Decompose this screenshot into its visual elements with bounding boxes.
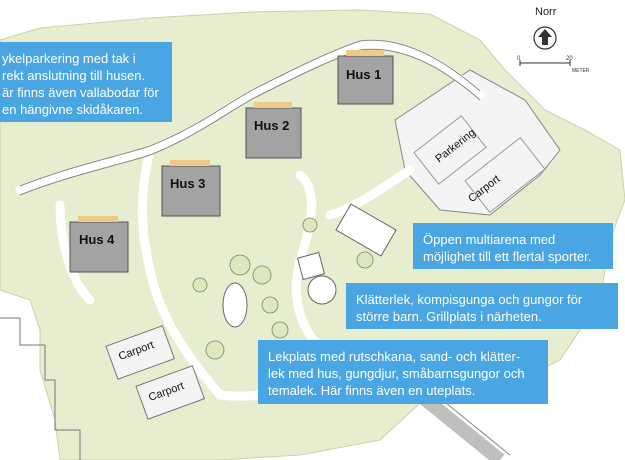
scale-end: 20 [566,56,573,62]
house-label-2: Hus 2 [254,118,290,133]
callout-line: är finns även vallabodar för [2,85,159,100]
callout-line: Lekplats med rutschkana, sand- och klätt… [268,349,521,364]
compass-scale: Norr 0 20 METER [512,6,592,76]
play-oval [222,282,248,328]
callout-line: rekt anslutning till husen. [2,68,146,83]
callout-line: en hängivne skidåkaren. [2,102,143,117]
road [415,389,505,460]
path-network [15,39,485,401]
building-hus2 [245,102,302,159]
callout-bike-parking: ykelparkering med tak i rekt anslutning … [0,42,172,122]
callout-playground: Lekplats med rutschkana, sand- och klätt… [258,340,548,404]
building-hus3 [161,160,221,217]
building-hus1 [337,50,394,105]
house-label-4: Hus 4 [79,232,115,247]
callout-line: temalek. Här finns även en uteplats. [268,383,476,398]
neighbour-outline [0,317,81,460]
multiarena [335,203,397,257]
callout-line: möjlighet till ett flertal sporter. [423,249,592,264]
parking-lot [394,69,561,216]
scale-unit: METER [572,68,590,74]
callout-line: Klätterlek, kompisgunga och gungor för [356,292,583,307]
carport-left-lower [135,365,205,420]
callout-line: större barn. Grillplats i närheten. [356,309,542,324]
callout-line: ykelparkering med tak i [2,51,136,66]
scale-start: 0 [517,56,521,62]
play-house [296,251,326,281]
trees [192,217,374,360]
building-hus4 [69,216,129,273]
callout-multiarena: Öppen multiarena med möjlighet till ett … [413,223,613,269]
north-arrow-icon [519,26,571,66]
play-circle [307,275,337,305]
callout-line: lek med hus, gungdjur, småbarnsgungor oc… [268,366,525,381]
house-label-1: Hus 1 [346,67,382,82]
carport-left-upper [105,325,175,380]
callout-climbing: Klätterlek, kompisgunga och gungor för s… [346,283,618,329]
callout-line: Öppen multiarena med [423,232,556,247]
north-label: Norr [535,6,557,18]
house-label-3: Hus 3 [170,176,206,191]
